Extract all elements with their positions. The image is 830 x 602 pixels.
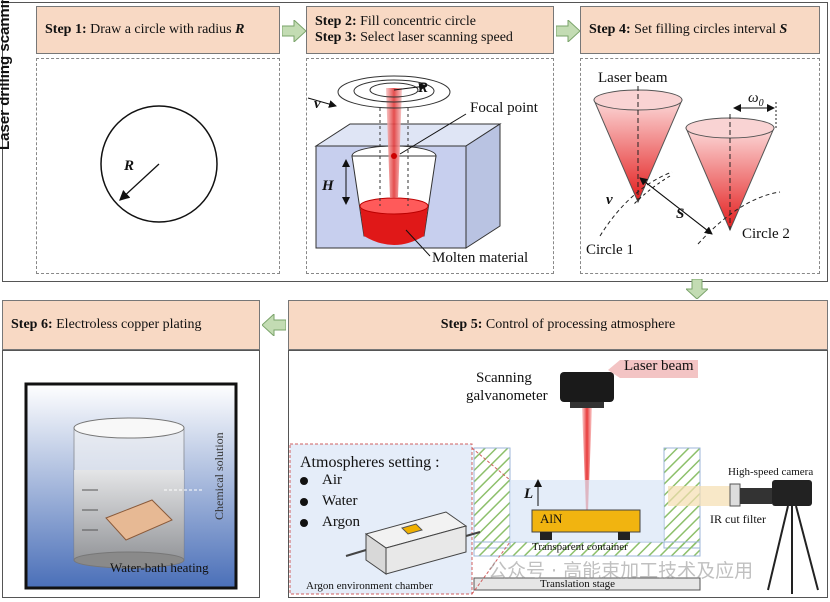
scanning-label: Scanning	[476, 370, 532, 386]
omega-sub: 0	[758, 98, 764, 109]
translation-stage-label: Translation stage	[540, 578, 616, 590]
step1-var: R	[235, 22, 245, 37]
argon-chamber-label: Argon environment chamber	[306, 580, 433, 592]
step3-text: Select laser scanning speed	[356, 30, 513, 45]
top-frame	[2, 2, 828, 282]
step23-h-label: H	[322, 178, 334, 194]
step6-header: Step 6: Electroless copper plating	[2, 300, 260, 350]
step6-prefix: Step 6:	[11, 317, 53, 332]
step1-header: Step 1: Draw a circle with radius R	[36, 6, 280, 54]
galvanometer-label: galvanometer	[466, 388, 548, 404]
circle1-label: Circle 1	[586, 242, 634, 258]
step4-laser-beam-label: Laser beam	[598, 70, 668, 86]
step23-panel	[306, 58, 554, 274]
omega-symbol: ω	[748, 90, 759, 106]
step1-radius-label: R	[124, 158, 135, 174]
step2-text: Fill concentric circle	[356, 14, 476, 29]
step23-header: Step 2: Fill concentric circle Step 3: S…	[306, 6, 554, 54]
step5-header: Step 5: Control of processing atmosphere	[288, 300, 828, 350]
water-bath-label: Water-bath heating	[110, 560, 209, 575]
arrow-step3-to-step4	[556, 20, 580, 42]
step3-prefix: Step 3:	[315, 30, 357, 45]
step23-r-label: R	[418, 80, 429, 96]
step23-drilling-diagram	[307, 75, 502, 257]
step6-text: Electroless copper plating	[52, 317, 202, 332]
side-label: Laser drilling scanning strategy	[0, 0, 13, 150]
step6-frame	[2, 350, 260, 598]
step1-panel	[36, 58, 280, 274]
atmospheres-title: Atmospheres setting :	[300, 454, 440, 471]
transparent-container-label: Transparent container	[532, 541, 628, 553]
step4-v-label: v	[606, 192, 613, 208]
step4-header: Step 4: Set filling circles interval S	[580, 6, 820, 54]
ir-cut-filter-label: IR cut filter	[710, 512, 766, 526]
step1-circle-diagram	[100, 105, 218, 223]
arrow-step5-to-step6	[262, 314, 286, 336]
high-speed-camera-label: High-speed camera	[728, 466, 814, 478]
step5-laser-beam-label: Laser beam	[624, 358, 694, 374]
circle2-label: Circle 2	[742, 226, 790, 242]
step5-frame	[288, 350, 828, 598]
l-label: L	[524, 486, 534, 502]
atmosphere-water: Water	[322, 493, 358, 509]
step5-setup-diagram	[289, 360, 819, 595]
arrow-step1-to-step2	[282, 20, 306, 42]
step5-text: Control of processing atmosphere	[482, 317, 676, 332]
atmosphere-air: Air	[322, 472, 342, 488]
step2-prefix: Step 2:	[315, 14, 357, 29]
step6-beaker-diagram	[24, 382, 238, 590]
step4-prefix: Step 4:	[589, 22, 631, 37]
step4-beams-diagram	[593, 86, 781, 245]
step4-s-label: S	[676, 206, 685, 222]
omega-label: ω0	[748, 90, 764, 109]
arrow-step4-to-step5	[686, 279, 708, 299]
aln-label: AlN	[540, 511, 563, 526]
step4-panel	[580, 58, 820, 274]
step1-prefix: Step 1:	[45, 22, 87, 37]
watermark: 公众号 · 高能束加工技术及应用	[488, 560, 754, 582]
atmosphere-argon: Argon	[322, 514, 361, 530]
step1-text: Draw a circle with radius	[86, 22, 236, 37]
chemical-solution-label: Chemical solution	[212, 432, 226, 520]
step23-v-label: v	[314, 96, 321, 112]
step4-text: Set filling circles interval	[630, 22, 780, 37]
molten-material-label: Molten material	[432, 250, 529, 266]
focal-point-label: Focal point	[470, 100, 538, 116]
step5-prefix: Step 5:	[440, 317, 483, 332]
step4-var: S	[779, 22, 788, 37]
